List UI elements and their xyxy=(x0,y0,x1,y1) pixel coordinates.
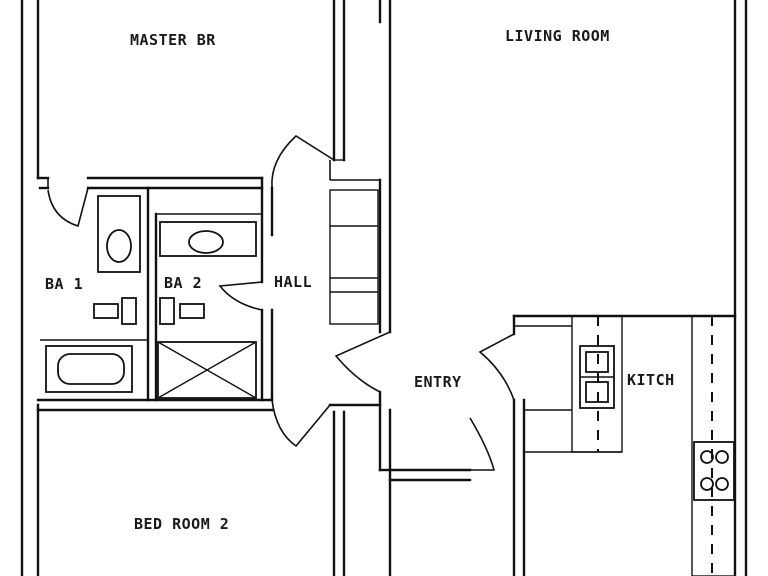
ba2-door-icon xyxy=(218,281,263,311)
master-living-partition xyxy=(330,0,392,334)
bedroom2-door-icon xyxy=(271,399,331,448)
label-ba1: BA 1 xyxy=(45,275,83,293)
bathroom-walls xyxy=(36,176,274,412)
label-entry: ENTRY xyxy=(414,373,462,391)
ba2-sink-icon xyxy=(188,230,224,254)
entry-door-icon xyxy=(334,331,391,393)
label-hall: HALL xyxy=(274,273,312,291)
room-labels: MASTER BR LIVING ROOM BA 1 BA 2 HALL ENT… xyxy=(45,27,675,533)
kitchen-door-icon xyxy=(478,333,515,401)
shower-icon xyxy=(157,341,257,399)
doors xyxy=(47,134,515,471)
master-door-icon xyxy=(271,134,335,189)
kitchen-walls xyxy=(512,314,737,576)
hall-closet xyxy=(329,189,379,325)
label-kitchen: KITCH xyxy=(627,371,675,389)
bedroom2-walls xyxy=(328,390,472,576)
bathtub-icon xyxy=(45,345,133,393)
front-door-icon xyxy=(469,417,496,471)
ba2-toilet-icon xyxy=(159,297,175,325)
ba1-vanity xyxy=(97,195,141,273)
ba2-vanity xyxy=(159,221,257,257)
label-living-room: LIVING ROOM xyxy=(505,27,610,45)
ba1-sink-icon xyxy=(106,229,132,263)
label-master-br: MASTER BR xyxy=(130,31,216,49)
range-icon xyxy=(693,441,735,501)
exterior-walls xyxy=(20,0,748,576)
ba1-toilet-icon xyxy=(93,303,119,319)
ba1-door-icon xyxy=(47,187,89,228)
label-ba2: BA 2 xyxy=(164,274,202,292)
fixtures xyxy=(45,195,257,399)
label-bed-room-2: BED ROOM 2 xyxy=(134,515,229,533)
